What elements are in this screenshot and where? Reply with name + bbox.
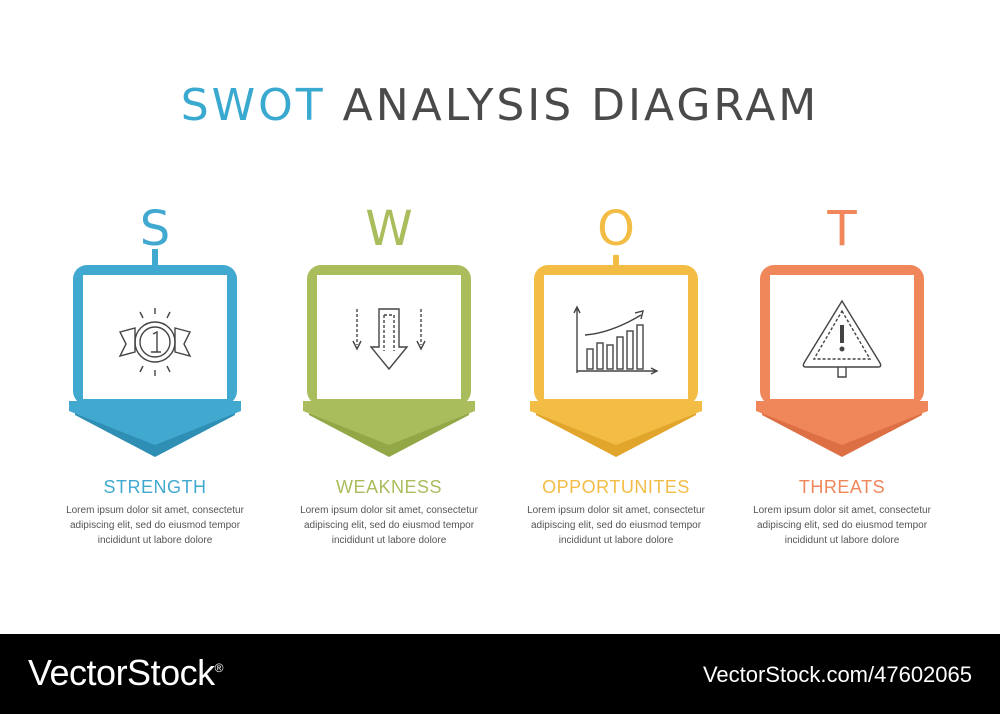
desc-line: incididunt ut labore dolore [784,535,900,546]
letter-s: S [139,201,171,257]
desc-line: Lorem ipsum dolor sit amet, consectetur [753,505,931,516]
desc-line: adipiscing elit, sed do eiusmod tempor [530,520,702,531]
diagram-canvas: SWOT ANALYSIS DIAGRAM S STRENGTH Lorem i… [0,80,1000,565]
desc-line: adipiscing elit, sed do eiusmod tempor [756,520,928,531]
footer-brand: VectorStock® [28,652,223,694]
opportunities-description: Lorem ipsum dolor sit amet, consectetur … [496,503,736,548]
letter-o: O [597,201,635,257]
strength-label: STRENGTH [103,477,207,497]
weakness-label: WEAKNESS [335,477,443,497]
weakness-frame [303,265,475,457]
desc-line: Lorem ipsum dolor sit amet, consectetur [527,505,705,516]
letter-t: T [827,201,857,257]
letter-w: W [365,201,413,257]
desc-line: incididunt ut labore dolore [331,535,447,546]
opportunities-label: OPPORTUNITES [542,477,690,497]
strength-description: Lorem ipsum dolor sit amet, consectetur … [35,503,275,548]
desc-line: Lorem ipsum dolor sit amet, consectetur [300,505,478,516]
threats-card: T THREATS Lorem ipsum dolor sit amet, co… [722,205,962,565]
title-swot: SWOT [180,80,326,131]
footer-url[interactable]: VectorStock.com/47602065 [702,662,972,687]
desc-line: Lorem ipsum dolor sit amet, consectetur [66,505,244,516]
weakness-description: Lorem ipsum dolor sit amet, consectetur … [269,503,509,548]
footer-banner: VectorStock® VectorStock.com/47602065 [0,634,1000,714]
title-rest: ANALYSIS DIAGRAM [342,80,820,131]
desc-line: adipiscing elit, sed do eiusmod tempor [69,520,241,531]
opportunities-frame [530,255,702,457]
warning-sign-icon [802,299,882,378]
desc-line: incididunt ut labore dolore [97,535,213,546]
brand-name: VectorStock [28,652,215,693]
registered-mark: ® [214,661,224,675]
threats-label: THREATS [798,477,886,497]
growth-chart-icon [573,305,659,375]
threats-description: Lorem ipsum dolor sit amet, consectetur … [722,503,962,548]
strength-frame [69,249,241,457]
award-medal-icon [118,308,192,376]
weakness-card: W WEAKNESS Lorem ipsum dolor sit amet, c… [269,205,509,565]
diagram-title: SWOT ANALYSIS DIAGRAM [0,80,1000,131]
down-arrows-icon [352,308,426,371]
desc-line: adipiscing elit, sed do eiusmod tempor [303,520,475,531]
desc-line: incididunt ut labore dolore [558,535,674,546]
strength-card: S STRENGTH Lorem ipsum dolor sit amet, c… [35,205,275,565]
opportunities-card: O OPPORTUNITES Lorem ipsum dolor sit ame… [496,205,736,565]
